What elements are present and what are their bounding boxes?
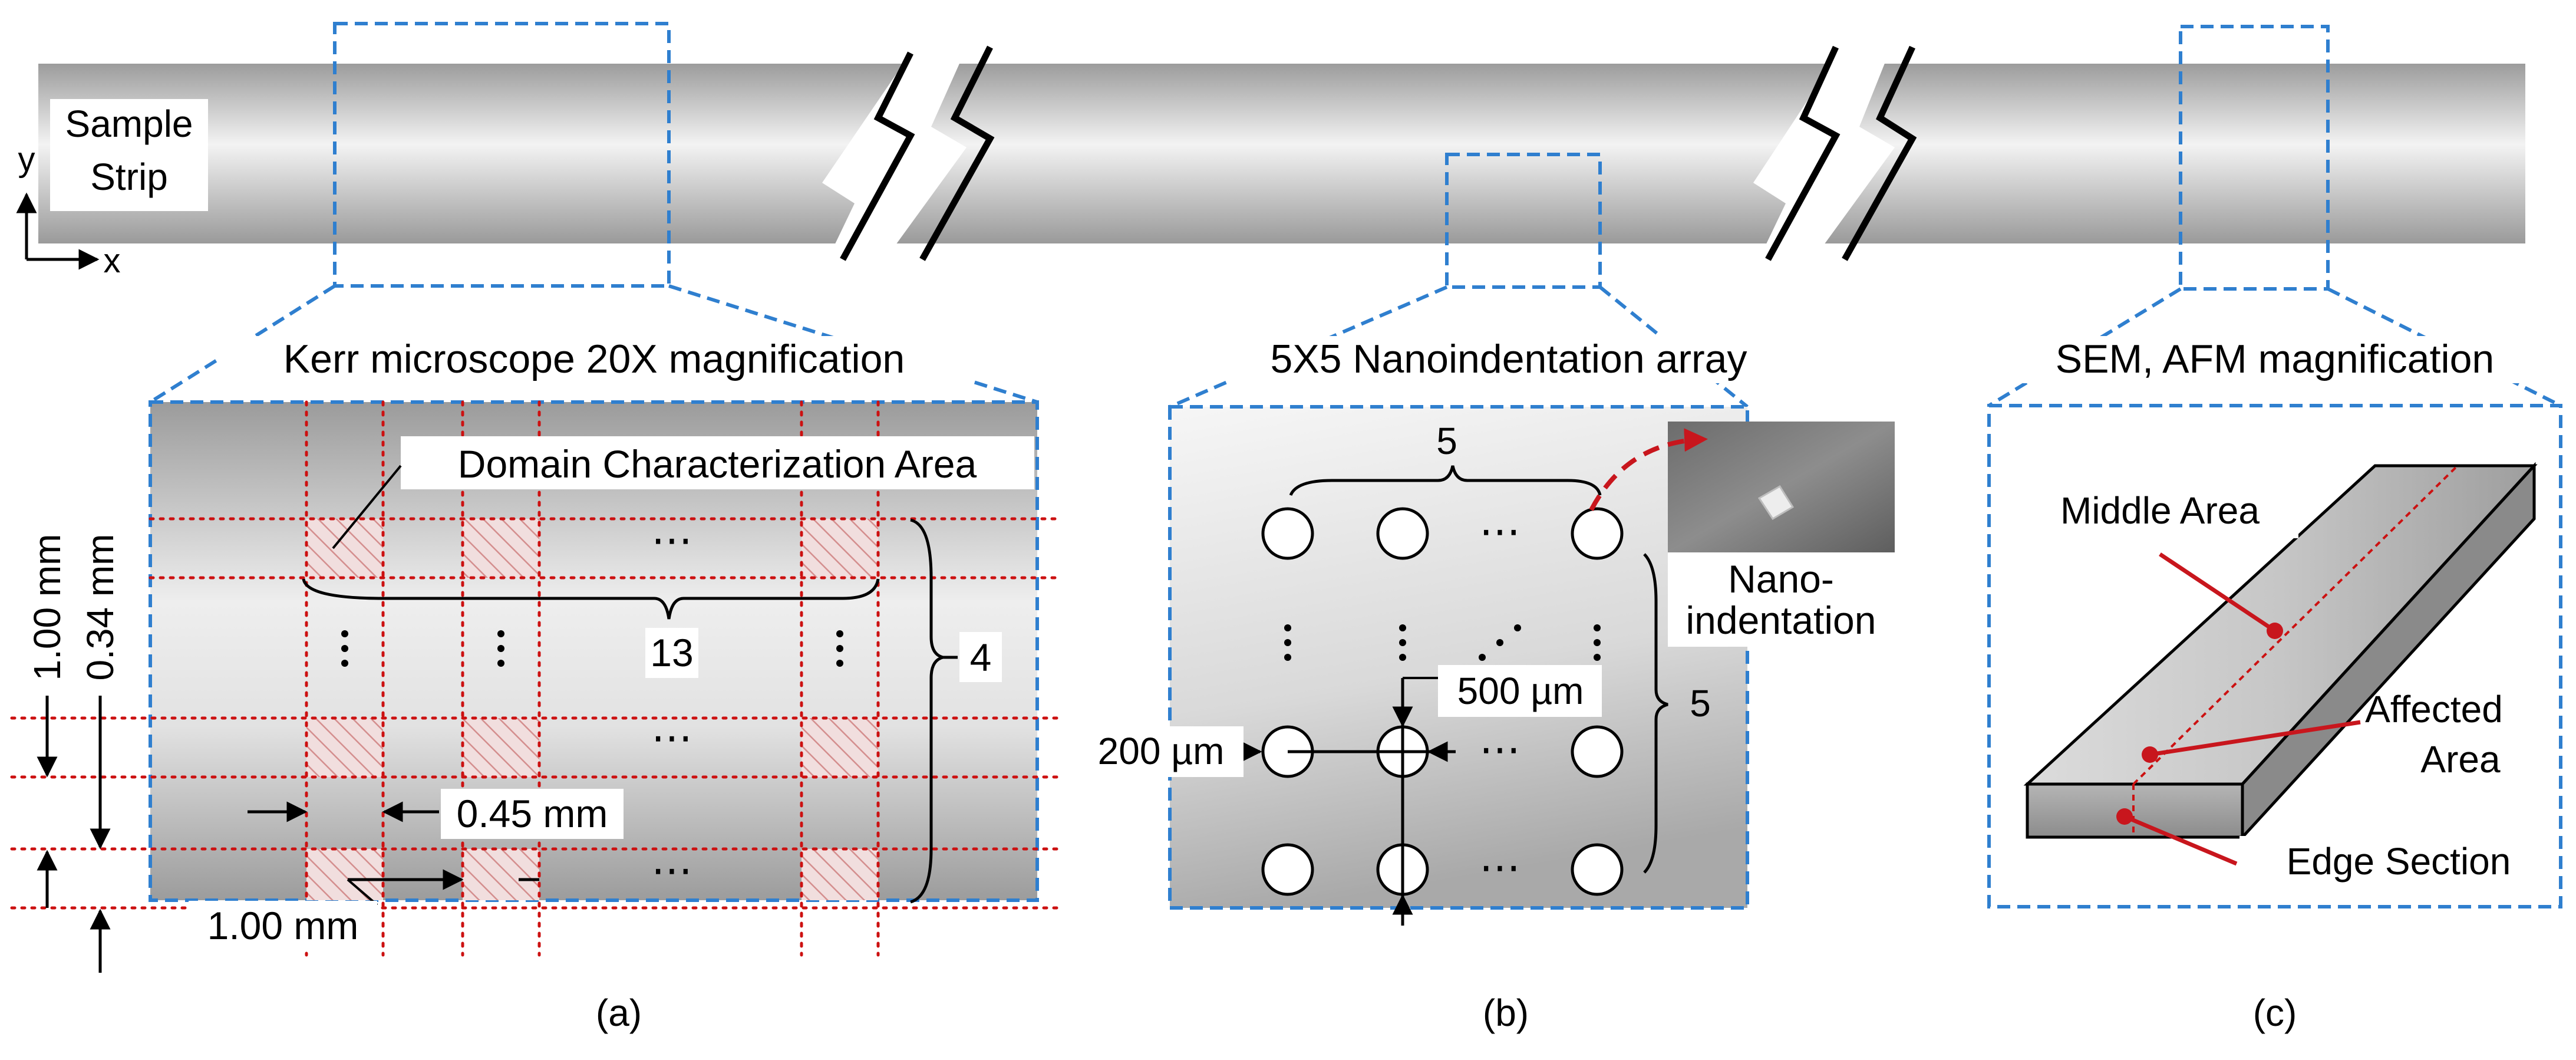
count-b-cols: 5 <box>1436 420 1457 462</box>
dim-100-horizontal: 1.00 mm <box>189 869 539 951</box>
marker-edge <box>2116 808 2133 825</box>
panel-b-zoom-source <box>1445 153 1602 289</box>
indent-crater-icon <box>1757 485 1795 521</box>
indent-r1c2 <box>1376 507 1429 560</box>
count-rows-bg <box>959 632 1002 682</box>
sample-strip: Sample Strip <box>38 45 2525 277</box>
dim-100-v-label: 1.00 mm <box>26 534 68 681</box>
panel-a-title-bg <box>218 336 969 383</box>
label-affected-1: Affected <box>2365 688 2503 730</box>
caption-c: (c) <box>2253 992 2297 1034</box>
indent-r1c5 <box>1571 507 1624 560</box>
panel-b-frame <box>1168 405 1749 910</box>
count-cols: 13 <box>650 631 693 674</box>
panel-b-title: 5X5 Nanoindentation array <box>1271 337 1747 381</box>
panel-b-view <box>1170 407 1747 908</box>
ellipsis-row1: ⋯ <box>651 517 692 563</box>
marker-affected <box>2142 746 2158 763</box>
panel-c-frame <box>1987 404 2562 908</box>
indent-r5c5 <box>1571 843 1624 896</box>
panel-a-zoom-source <box>333 22 671 288</box>
panel-c: SEM, AFM magnification Middle Area Affec… <box>1987 25 2562 1034</box>
region-markers <box>2116 552 2361 866</box>
count-rows: 4 <box>970 636 992 679</box>
dim-500-label: 500 µm <box>1457 670 1584 712</box>
indent-r4c5 <box>1571 725 1624 778</box>
inset-label-line2: indentation <box>1686 598 1876 642</box>
label-affected-2: Area <box>2420 738 2501 781</box>
panel-c-title: SEM, AFM magnification <box>2056 337 2494 381</box>
panel-c-title-bg <box>2007 336 2543 383</box>
count-cols-bg <box>645 628 698 678</box>
dim-045-label: 0.45 mm <box>457 792 608 835</box>
domain-label: Domain Characterization Area <box>458 442 977 486</box>
caption-b: (b) <box>1483 992 1529 1034</box>
count-b-rows: 5 <box>1690 682 1711 725</box>
measurement-grid <box>10 400 1063 957</box>
ellipsis-b-row5: ⋯ <box>1479 844 1520 890</box>
strip-break-left <box>819 45 995 277</box>
strip-label-box <box>50 99 208 211</box>
dim-045: 0.45 mm <box>248 789 624 839</box>
specimen-bar <box>2023 462 2538 841</box>
vertical-ellipses-a <box>341 630 843 667</box>
panel-a: Kerr microscope 20X magnification <box>10 22 1063 1034</box>
ellipsis-row3: ⋯ <box>651 847 692 893</box>
label-edge-bg <box>2239 836 2558 889</box>
nanoindentation-inset: Nano- indentation <box>1589 422 1895 647</box>
label-middle: Middle Area <box>2060 489 2260 532</box>
dim-vertical-left: 1.00 mm 0.34 mm <box>26 534 121 973</box>
count-brace-b-cols <box>1289 465 1602 496</box>
characterization-areas <box>306 519 878 900</box>
inset-label-line1: Nano- <box>1728 557 1834 601</box>
indent-r1c1 <box>1261 507 1314 560</box>
vertical-ellipses-b <box>1284 624 1601 661</box>
panel-a-frame <box>149 400 1039 902</box>
dim-100-h-label: 1.00 mm <box>207 904 359 947</box>
axis-x-label: x <box>104 242 121 280</box>
axis-y-label: y <box>18 140 35 179</box>
panel-a-title: Kerr microscope 20X magnification <box>283 337 905 381</box>
panel-b: 5X5 Nanoindentation array 5 ⋯ ⋯ ⋯ 5 <box>1078 153 1895 1034</box>
marker-middle <box>2267 623 2283 639</box>
count-brace-columns <box>302 578 880 620</box>
label-middle-bg <box>2021 485 2298 538</box>
count-brace-b-rows <box>1643 553 1668 874</box>
panel-c-zoom-source <box>2179 25 2330 291</box>
strip-label-line1: Sample <box>65 103 193 145</box>
axis-indicator: y x <box>16 140 121 280</box>
panel-b-title-bg <box>1229 336 1789 383</box>
label-edge: Edge Section <box>2287 840 2511 883</box>
domain-label-bg <box>401 436 1034 489</box>
domain-label-leader <box>332 465 402 549</box>
indent-r5c1 <box>1261 843 1314 896</box>
dim-200-label: 200 µm <box>1098 730 1225 772</box>
dim-034-v-label: 0.34 mm <box>79 534 121 681</box>
ellipsis-b-row4: ⋯ <box>1479 726 1520 772</box>
dim-spacing-b: 500 µm 200 µm <box>1078 665 1602 926</box>
strip-break-right <box>1750 45 1917 277</box>
ellipsis-row2: ⋯ <box>651 715 692 761</box>
strip-label-line2: Strip <box>90 156 168 198</box>
caption-a: (a) <box>596 992 642 1034</box>
ellipsis-b-row1: ⋯ <box>1479 508 1520 554</box>
